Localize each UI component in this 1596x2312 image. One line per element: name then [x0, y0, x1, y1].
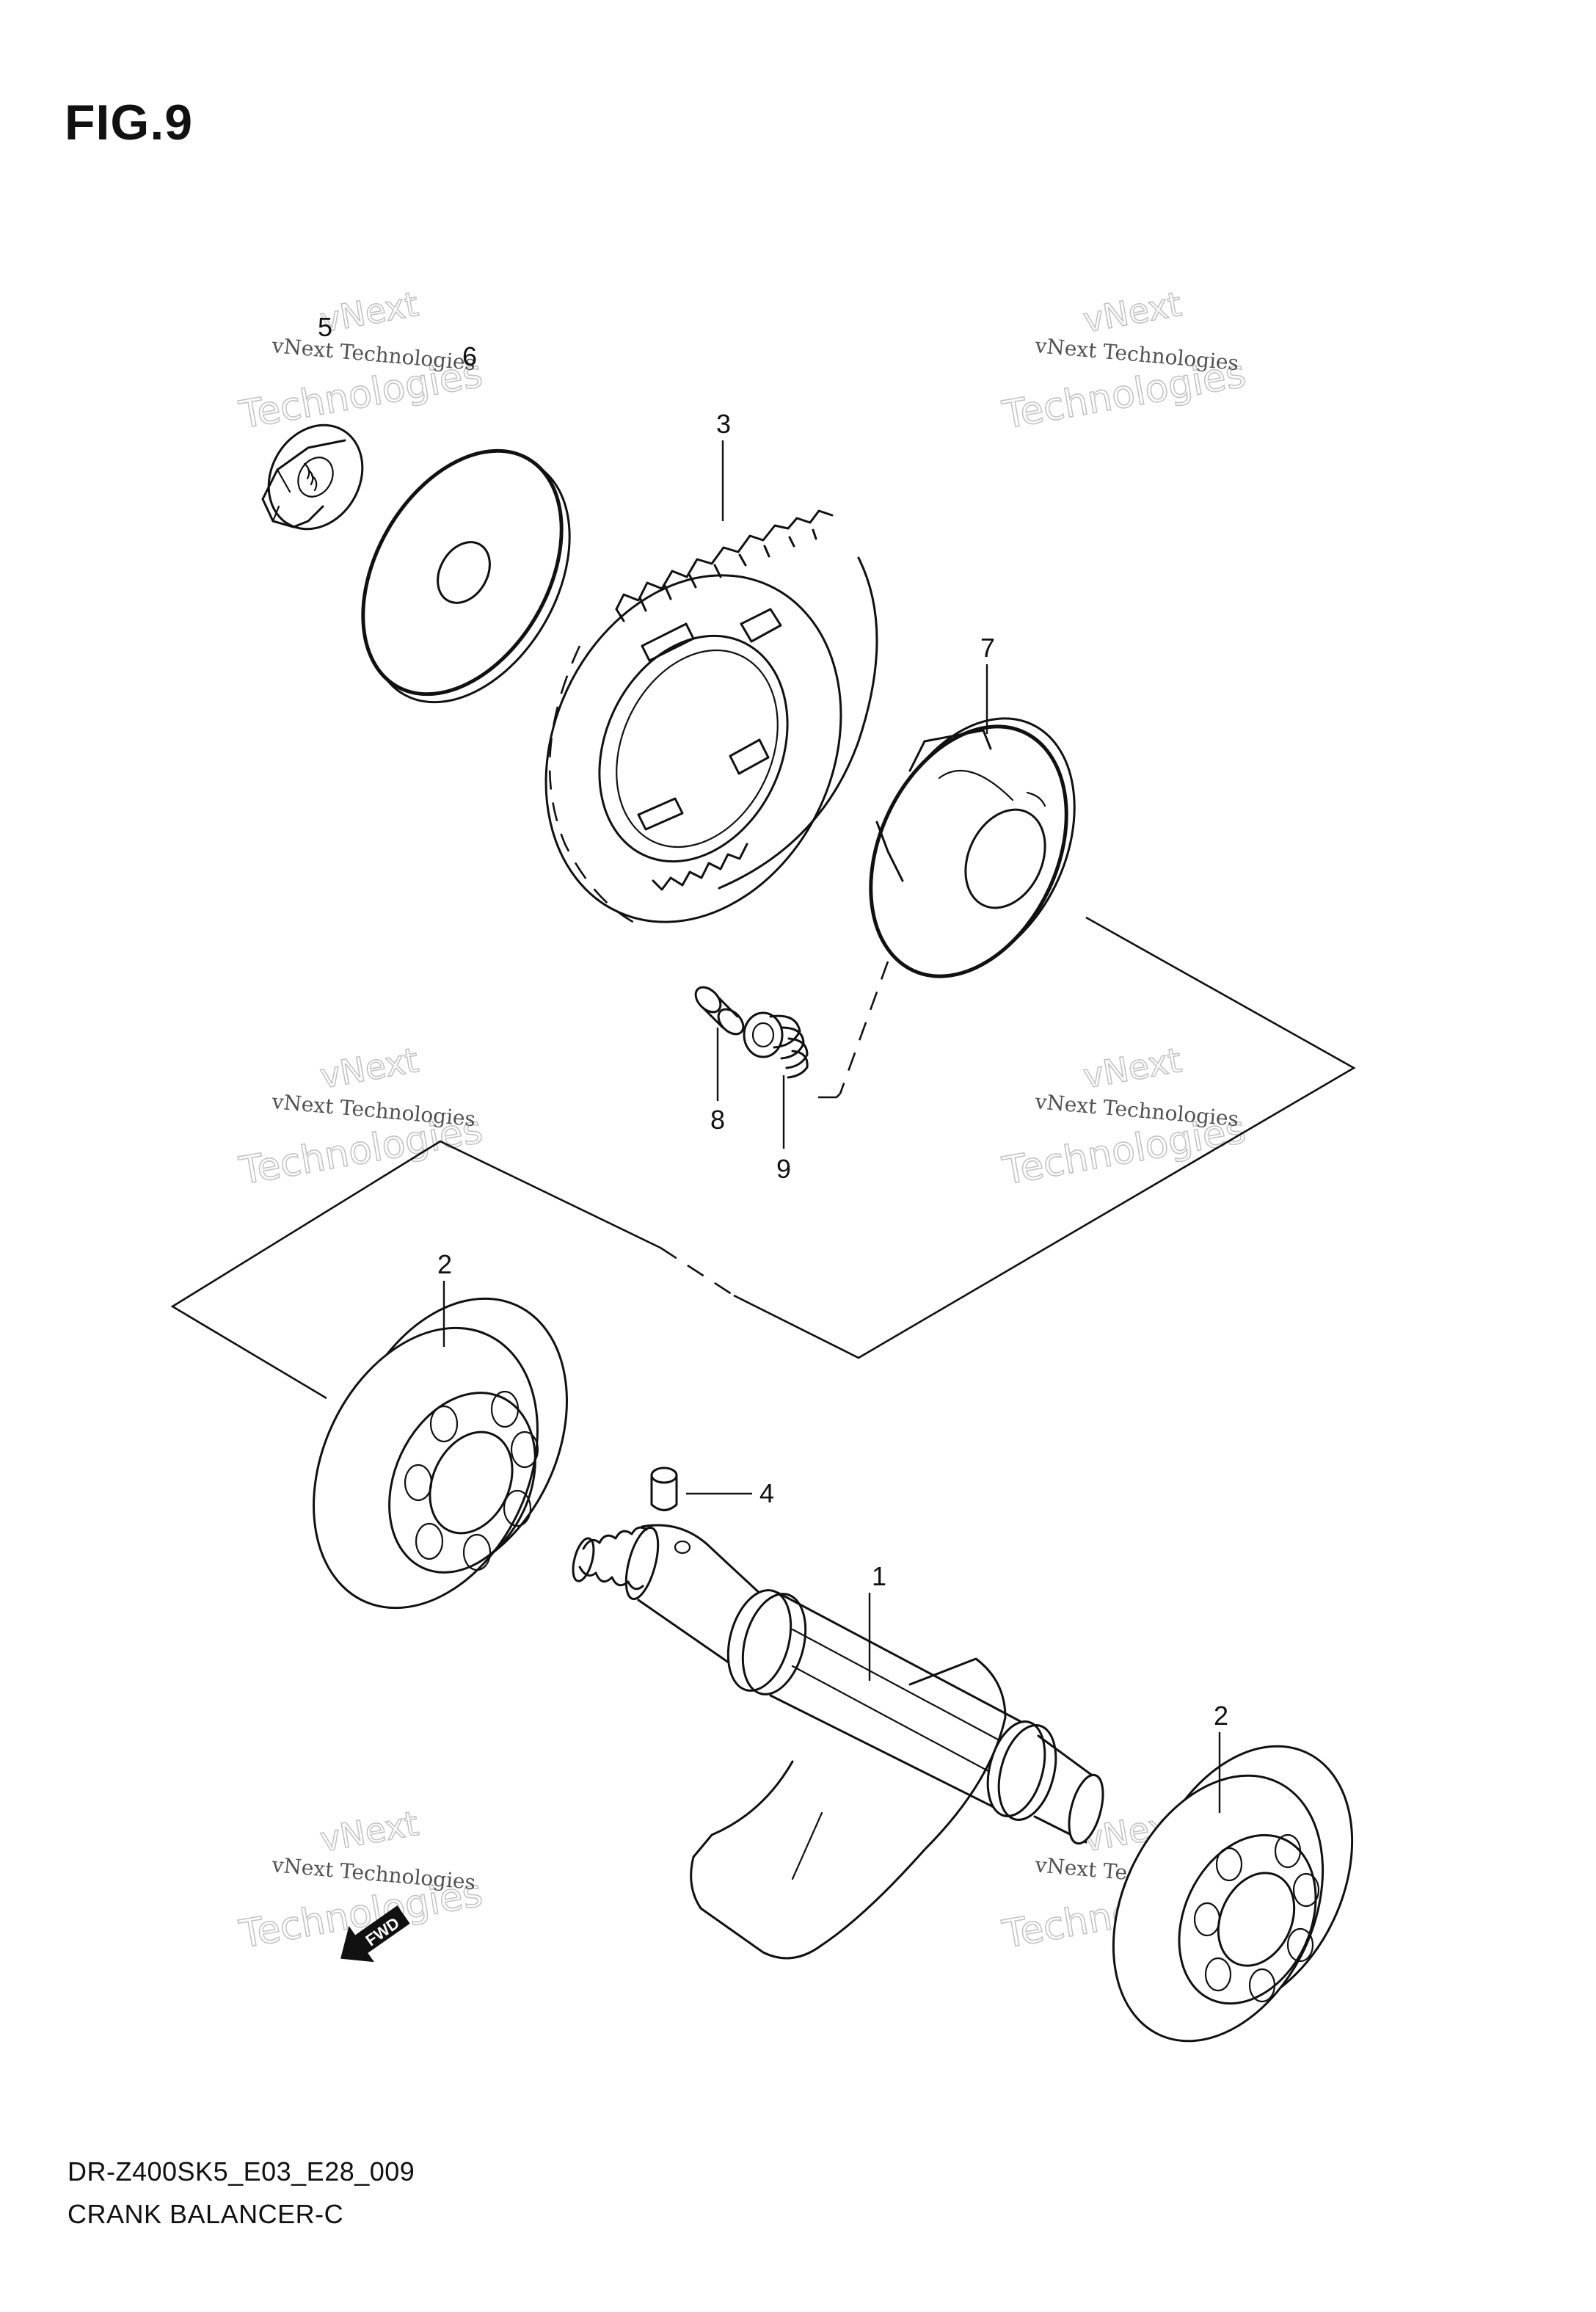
callout-2-left: 2 [437, 1249, 452, 1279]
callout-7: 7 [980, 633, 995, 663]
part-9-spring [743, 1011, 809, 1149]
figure-title: FIG.9 [65, 95, 194, 150]
watermark-line1: vNext Technologies [1033, 1089, 1239, 1131]
callout-2-right: 2 [1214, 1701, 1228, 1731]
part-3-balancer-gear [544, 440, 878, 926]
callout-1: 1 [872, 1561, 886, 1591]
diagram-name: CRANK BALANCER-C [68, 2199, 344, 2229]
fwd-arrow-icon [340, 1905, 410, 1963]
watermark-line1: vNext Technologies [1033, 333, 1239, 375]
callout-3: 3 [716, 409, 731, 439]
watermark-line1: vNext Technologies [270, 1853, 476, 1894]
part-2-bearing-left [313, 1281, 568, 1610]
watermark-line0: vNext [1080, 1040, 1184, 1097]
watermark-line1: vNext Technologies [270, 333, 476, 375]
callout-5: 5 [318, 312, 332, 342]
callout-4: 4 [759, 1478, 774, 1508]
callout-9: 9 [776, 1154, 791, 1184]
watermark-line1: vNext Technologies [270, 1089, 476, 1131]
part-6-washer [361, 448, 571, 704]
callout-6: 6 [462, 341, 477, 371]
watermark-line0: vNext [317, 1803, 421, 1860]
callout-labels: 1 2 2 3 4 5 6 7 8 9 [318, 312, 1228, 1731]
callout-8: 8 [710, 1105, 725, 1135]
assembly-lines [170, 916, 1356, 1400]
part-2-bearing-right [1112, 1732, 1354, 2043]
part-7-balancer-weight [869, 664, 1076, 978]
part-1-balancer-shaft [572, 1524, 1104, 1960]
model-code: DR-Z400SK5_E03_E28_009 [68, 2156, 415, 2186]
watermark-line0: vNext [317, 284, 421, 341]
watermark-line0: vNext [317, 1040, 421, 1097]
part-5-nut [261, 423, 364, 531]
watermark-line0: vNext [1080, 284, 1184, 341]
part-8-pin [694, 986, 745, 1101]
part-4-dowel [650, 1466, 752, 1511]
